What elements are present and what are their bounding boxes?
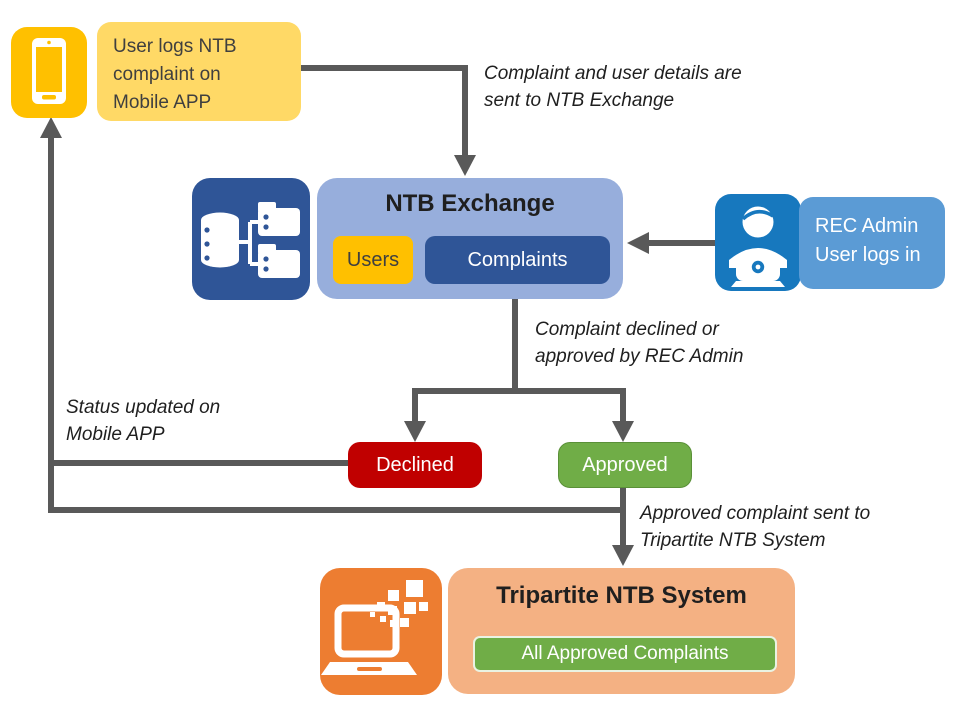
mobile-app-label: User logs NTB complaint on Mobile APP xyxy=(113,36,237,113)
approved-pill: Approved xyxy=(558,442,692,488)
connector-mobile-to-exchange-horizontal xyxy=(300,65,468,71)
arrowhead-into-mobile-icon xyxy=(40,117,62,138)
admin-user-laptop-icon xyxy=(715,194,801,291)
arrowhead-into-declined-icon xyxy=(404,421,426,442)
annotation-approved-sent: Approved complaint sent to Tripartite NT… xyxy=(640,503,871,551)
connector-branch-left-vertical xyxy=(412,390,418,422)
connector-branch-horizontal xyxy=(412,388,626,394)
laptop-data-icon xyxy=(320,568,442,695)
connector-declined-to-left xyxy=(51,460,349,466)
annotation-status-update: Status updated on Mobile APP xyxy=(66,397,221,445)
ntb-exchange-box: NTB Exchange Users Complaints xyxy=(317,178,623,299)
connector-recadmin-to-exchange xyxy=(647,240,715,246)
arrowhead-into-tripartite-icon xyxy=(612,545,634,566)
rec-admin-label: REC Admin User logs in xyxy=(815,215,921,266)
connector-complaints-down xyxy=(512,284,518,391)
tripartite-box: Tripartite NTB System All Approved Compl… xyxy=(448,568,795,694)
annotation-complaint-sent: Complaint and user details are sent to N… xyxy=(484,63,742,111)
tripartite-title: Tripartite NTB System xyxy=(496,582,747,609)
arrowhead-into-exchange-icon xyxy=(454,155,476,176)
annotation-decision: Complaint declined or approved by REC Ad… xyxy=(535,319,744,367)
connector-branch-right-vertical xyxy=(620,390,626,422)
complaints-pill: Complaints xyxy=(425,236,610,284)
rec-admin-label-box: REC Admin User logs in xyxy=(799,197,945,289)
arrowhead-into-approved-icon xyxy=(612,421,634,442)
connector-feedback-vertical xyxy=(48,136,54,513)
ntb-exchange-title: NTB Exchange xyxy=(385,190,555,217)
mobile-app-label-box: User logs NTB complaint on Mobile APP xyxy=(97,22,301,121)
connector-mobile-to-exchange-vertical xyxy=(462,65,468,156)
connector-approved-down xyxy=(620,488,626,548)
all-approved-complaints-pill: All Approved Complaints xyxy=(473,636,777,672)
mobile-phone-icon xyxy=(11,27,87,118)
database-folders-icon xyxy=(192,178,310,300)
users-pill: Users xyxy=(333,236,413,284)
declined-pill: Declined xyxy=(348,442,482,488)
connector-approved-feedback-horizontal xyxy=(48,507,626,513)
arrowhead-into-exchange-right-icon xyxy=(627,232,649,254)
